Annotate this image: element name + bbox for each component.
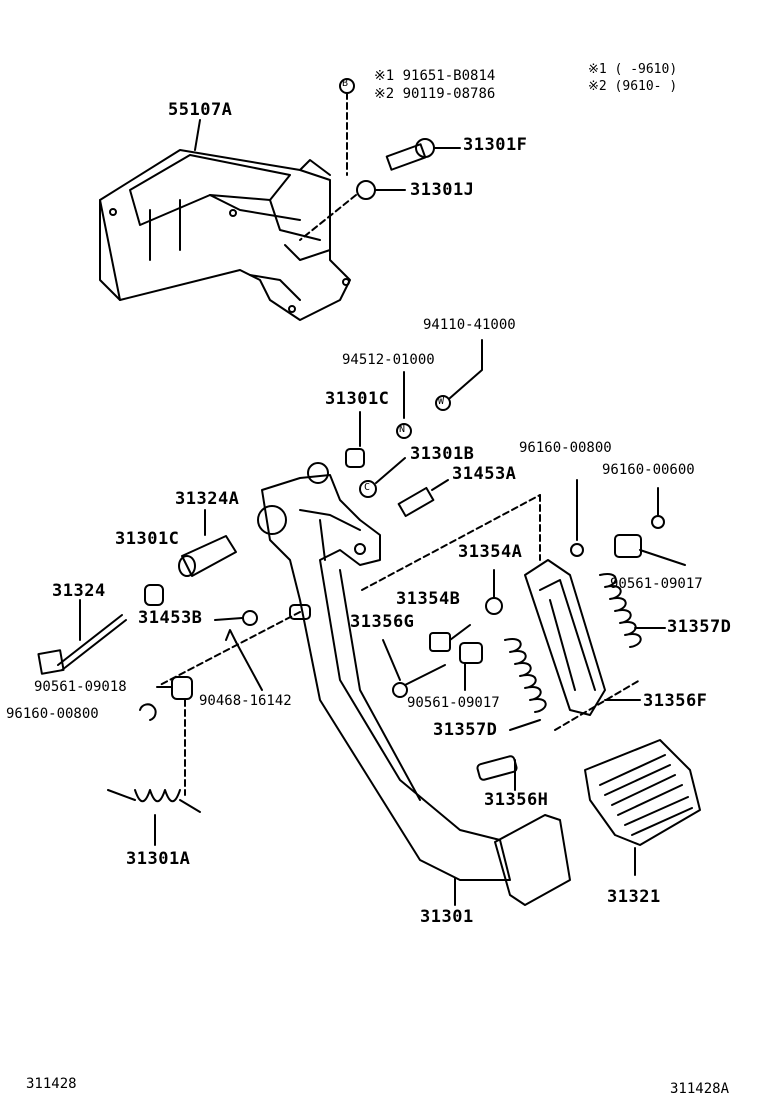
label-31354A: 31354A xyxy=(458,542,523,562)
label-31453A: 31453A xyxy=(452,464,517,484)
label-96160-00800-left: 96160-00800 xyxy=(6,706,99,722)
pin-31356G xyxy=(392,664,446,698)
bolt-31301F xyxy=(385,138,461,171)
label-31301: 31301 xyxy=(420,907,474,927)
label-90561-09017-mid: 90561-09017 xyxy=(407,695,500,711)
bolt-31324 xyxy=(37,614,127,675)
label-31354B: 31354B xyxy=(396,589,461,609)
spring-31357D-mid xyxy=(504,638,547,713)
label-31356F: 31356F xyxy=(643,691,708,711)
label-94512-01000: 94512-01000 xyxy=(342,352,435,368)
bushing-31301C-top xyxy=(345,411,365,468)
label-31301C-top: 31301C xyxy=(325,389,390,409)
spring-31357D-right xyxy=(599,573,642,648)
label-90561-09018: 90561-09018 xyxy=(34,679,127,695)
label-96160-00800-top: 96160-00800 xyxy=(519,440,612,456)
label-31301J: 31301J xyxy=(410,180,475,200)
label-90561-09017-right: 90561-09017 xyxy=(610,576,703,592)
label-96160-00600: 96160-00600 xyxy=(602,462,695,478)
pedal-pad-31321 xyxy=(584,739,701,846)
label-ref-2: ※2 90119-08786 xyxy=(374,86,496,102)
nut-31301J xyxy=(356,180,376,200)
label-31301C-left: 31301C xyxy=(115,529,180,549)
bracket-55107A xyxy=(99,149,351,321)
label-31301A: 31301A xyxy=(126,849,191,869)
spring-31301A xyxy=(107,789,201,813)
label-31357D-mid: 31357D xyxy=(433,720,498,740)
label-55107A: 55107A xyxy=(168,100,233,120)
sleeve-31324A xyxy=(178,535,237,577)
label-94110-41000: 94110-41000 xyxy=(423,317,516,333)
label-31324: 31324 xyxy=(52,581,106,601)
badge-w: W xyxy=(438,396,445,407)
label-31321: 31321 xyxy=(607,887,661,907)
label-31301B: 31301B xyxy=(410,444,475,464)
label-31301F: 31301F xyxy=(463,135,528,155)
label-31324A: 31324A xyxy=(175,489,240,509)
label-ref-1: ※1 91651-B0814 xyxy=(374,68,496,84)
pin-31356H xyxy=(476,755,518,781)
label-31356H: 31356H xyxy=(484,790,549,810)
label-90468-16142: 90468-16142 xyxy=(199,693,292,709)
plate-31356F xyxy=(524,559,606,716)
label-31357D-right: 31357D xyxy=(667,617,732,637)
badge-n: N xyxy=(399,424,406,435)
brake-pedal-31301 xyxy=(257,462,571,906)
badge-c: C xyxy=(364,482,371,493)
badge-b: B xyxy=(342,78,349,89)
label-31453B: 31453B xyxy=(138,608,203,628)
figure-number-right: 311428A xyxy=(670,1081,730,1097)
bolt-31354B xyxy=(429,624,471,652)
figure-number-left: 311428 xyxy=(26,1076,77,1092)
note-serial-2: ※2 (9610- ) xyxy=(588,79,678,94)
label-31356G: 31356G xyxy=(350,612,415,632)
note-serial-1: ※1 ( -9610) xyxy=(588,62,678,77)
